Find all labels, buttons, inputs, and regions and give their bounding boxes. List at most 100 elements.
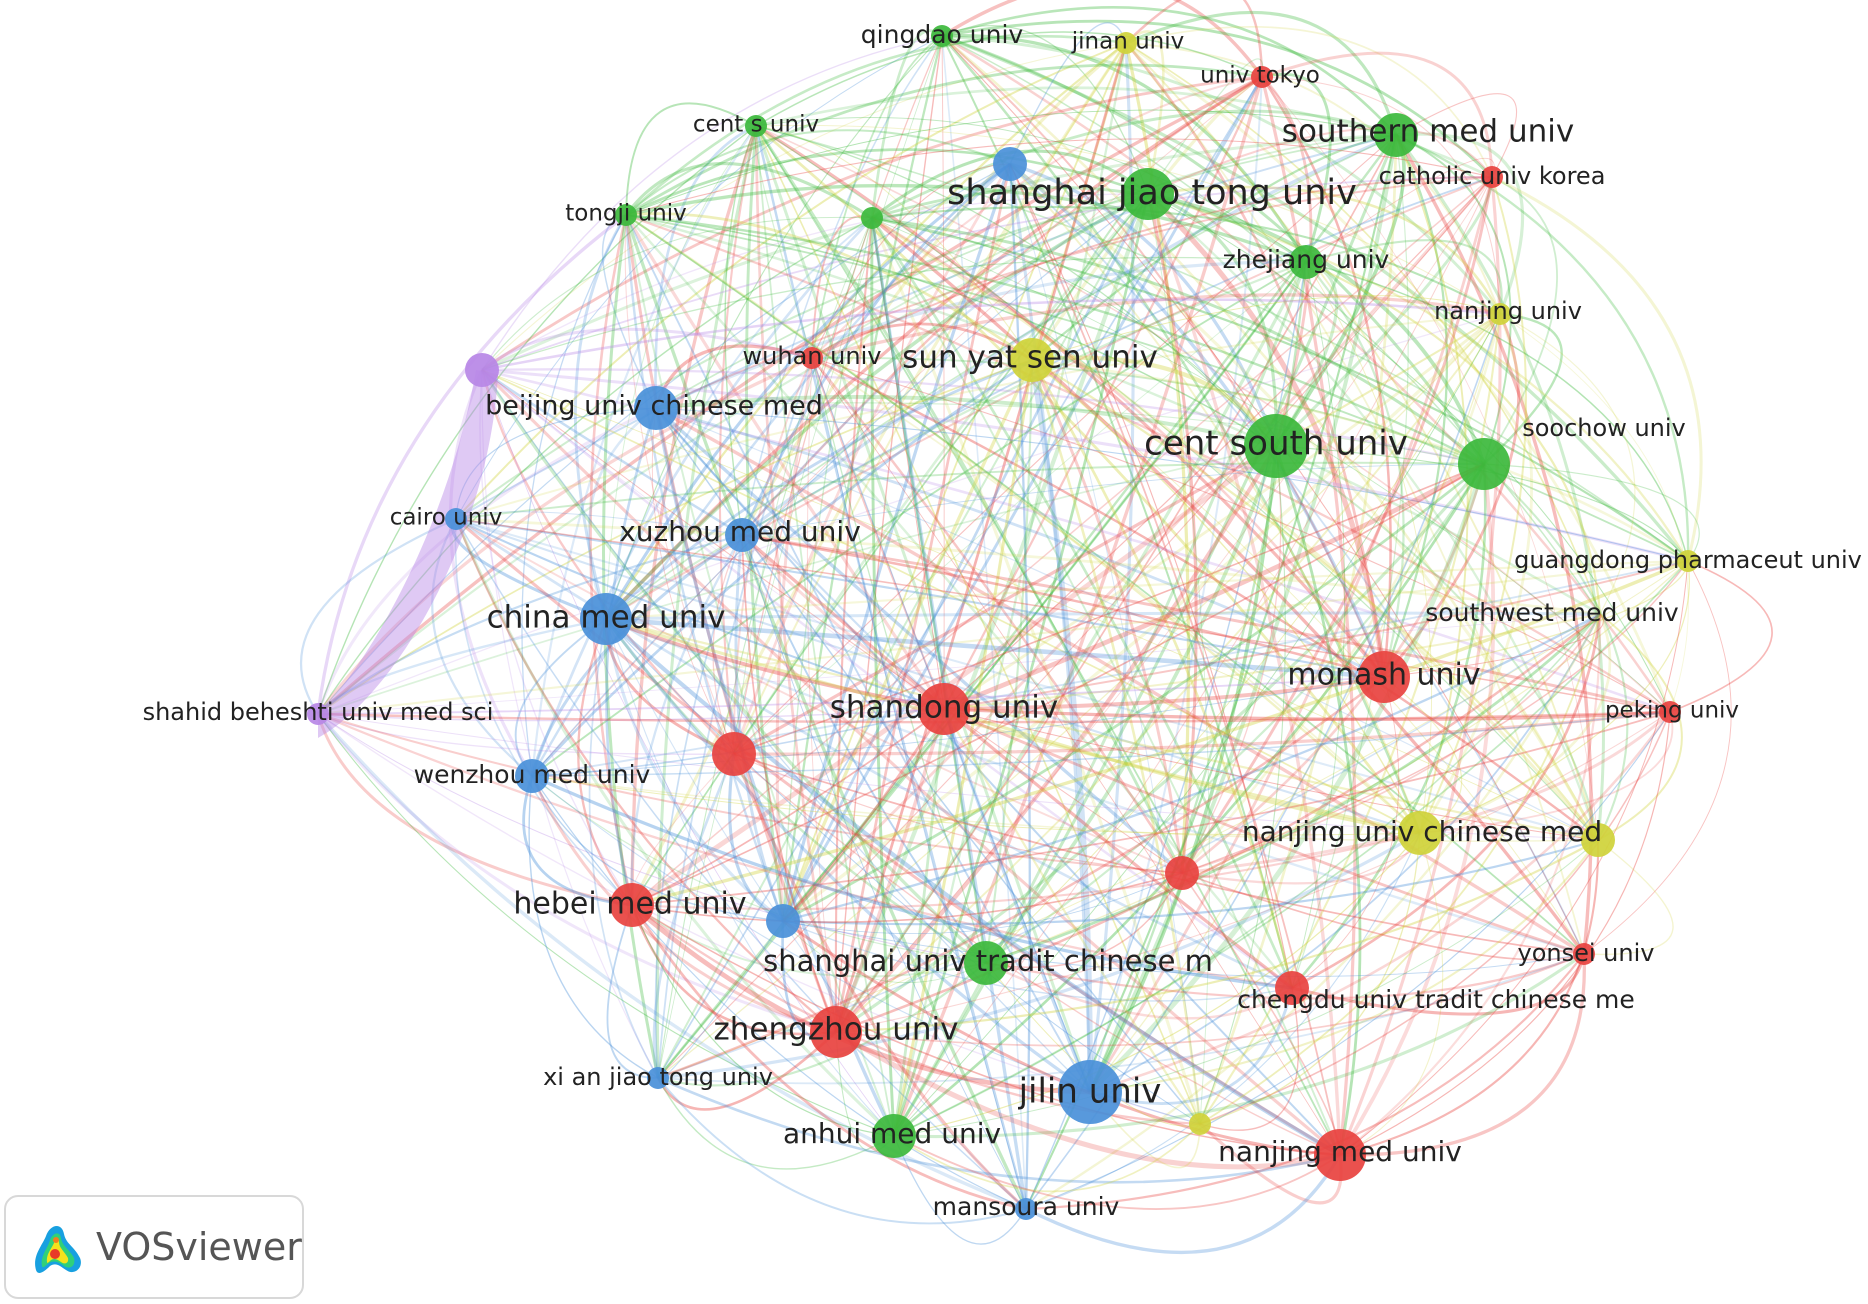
network-node-qingdao[interactable] [931,25,953,47]
network-link [741,533,1671,714]
network-node-cdutcm[interactable] [1275,971,1309,1005]
node-label-shahid[interactable]: shahid beheshti univ med sci [143,698,494,726]
node-label-anhui[interactable]: anhui med univ [783,1117,1001,1150]
network-node-jinan[interactable] [1115,32,1137,54]
network-node-sysu[interactable] [1010,338,1054,382]
node-label-cairo[interactable]: cairo univ [390,505,503,531]
node-label-zhejiang[interactable]: zhejiang univ [1223,245,1390,274]
network-link [1275,445,1689,562]
network-node-njucm[interactable] [1398,811,1442,855]
network-link [1305,261,1405,678]
network-link [481,369,945,710]
node-label-cents[interactable]: cent s univ [693,112,819,138]
network-node-csu[interactable] [1244,414,1308,478]
network-link [741,534,987,964]
network-node-cmu[interactable] [580,593,632,645]
node-label-swmu[interactable]: southwest med univ [1425,598,1679,627]
node-label-catholic[interactable]: catholic univ korea [1379,162,1606,190]
network-node-wenzhou[interactable] [515,759,549,793]
network-node-g_small[interactable] [861,207,883,229]
network-node-red_left[interactable] [712,732,756,776]
node-label-sysu[interactable]: sun yat sen univ [902,340,1158,376]
network-node-blue_mid[interactable] [766,904,800,938]
node-label-shutcm[interactable]: shanghai univ tradit chinese m [763,944,1213,978]
node-label-monash[interactable]: monash univ [1287,658,1480,693]
network-node-yonsei[interactable] [1573,943,1595,965]
network-link [1147,193,1210,1125]
node-label-csu[interactable]: cent south univ [1144,424,1408,464]
network-node-catholic[interactable] [1481,166,1503,188]
node-label-mansoura[interactable]: mansoura univ [933,1192,1120,1221]
network-node-xuzhou[interactable] [725,518,759,552]
node-label-shandong[interactable]: shandong univ [830,690,1059,726]
network-node-y_small[interactable] [1189,1113,1211,1135]
network-link [317,533,743,715]
network-node-njucm_node[interactable] [1581,823,1615,857]
network-link [1147,192,1486,465]
network-node-xjtu[interactable] [647,1067,669,1089]
node-label-sjtu[interactable]: shanghai jiao tong univ [947,173,1357,213]
network-node-purple_node[interactable] [465,353,499,387]
node-label-hebei[interactable]: hebei med univ [513,887,746,922]
network-link [317,713,1183,874]
node-label-wuhan[interactable]: wuhan univ [743,342,882,370]
network-node-zhejiang[interactable] [1289,245,1323,279]
node-label-peking[interactable]: peking univ [1605,698,1739,724]
network-link [316,356,813,715]
network-node-cents[interactable] [745,115,767,137]
network-link [455,35,943,520]
network-node-gdpu[interactable] [1677,550,1699,572]
network-node-tokyo[interactable] [1251,66,1273,88]
network-node-cairo[interactable] [445,508,467,530]
node-label-njucm[interactable]: nanjing univ chinese med [1242,815,1602,848]
node-label-gdpu[interactable]: guangdong pharmaceut univ [1514,546,1862,574]
network-link [655,134,1397,409]
network-link [1031,358,1689,563]
network-node-monash[interactable] [1358,651,1410,703]
node-label-xjtu[interactable]: xi an jiao tong univ [543,1063,773,1091]
network-link [1009,22,1127,165]
node-label-wenzhou[interactable]: wenzhou med univ [414,760,651,789]
node-label-tokyo[interactable]: univ tokyo [1200,63,1320,89]
network-link [657,1076,1341,1184]
node-label-zhengzhou[interactable]: zhengzhou univ [714,1012,959,1048]
node-label-jinan[interactable]: jinan univ [1071,29,1185,55]
network-node-bucm[interactable] [634,386,678,430]
node-label-cmu[interactable]: china med univ [487,600,726,636]
network-node-njmu[interactable] [1314,1129,1366,1181]
node-label-jilin[interactable]: jilin univ [1018,1072,1162,1112]
network-node-sjtu[interactable] [1122,168,1174,220]
network-node-anhui[interactable] [872,1114,916,1158]
network-node-hebei[interactable] [610,883,654,927]
node-label-xuzhou[interactable]: xuzhou med univ [619,515,861,548]
network-node-wuhan[interactable] [801,347,823,369]
node-label-tongji[interactable]: tongji univ [565,201,687,227]
network-node-southern[interactable] [1374,113,1418,157]
node-label-bucm[interactable]: beijing univ chinese med [485,391,823,422]
network-node-sjtu_blue[interactable] [993,147,1027,181]
node-label-cdutcm[interactable]: chengdu univ tradit chinese me [1237,985,1635,1014]
network-link [530,775,837,1034]
network-node-shutcm[interactable] [964,941,1008,985]
network-link [481,368,1485,466]
network-link [625,212,1033,362]
node-label-yonsei[interactable]: yonsei univ [1518,939,1655,967]
network-node-shahid[interactable] [307,703,329,725]
node-label-southern[interactable]: southern med univ [1282,114,1574,150]
network-node-nanjing[interactable] [1489,303,1511,325]
node-label-nanjing[interactable]: nanjing univ [1434,297,1582,325]
network-link [1089,987,1294,1105]
network-link [630,444,1278,908]
network-node-shandong[interactable] [918,683,970,735]
network-node-jilin[interactable] [1058,1060,1122,1124]
node-label-njmu[interactable]: nanjing med univ [1218,1135,1462,1168]
network-node-red_mid[interactable] [1165,856,1199,890]
node-label-qingdao[interactable]: qingdao univ [861,20,1024,49]
network-node-tongji[interactable] [615,204,637,226]
node-label-soochow[interactable]: soochow univ [1522,414,1686,442]
network-node-zhengzhou[interactable] [810,1006,862,1058]
network-node-mansoura[interactable] [1015,1198,1037,1220]
network-node-peking[interactable] [1659,701,1681,723]
network-node-soochow_node[interactable] [1458,438,1510,490]
